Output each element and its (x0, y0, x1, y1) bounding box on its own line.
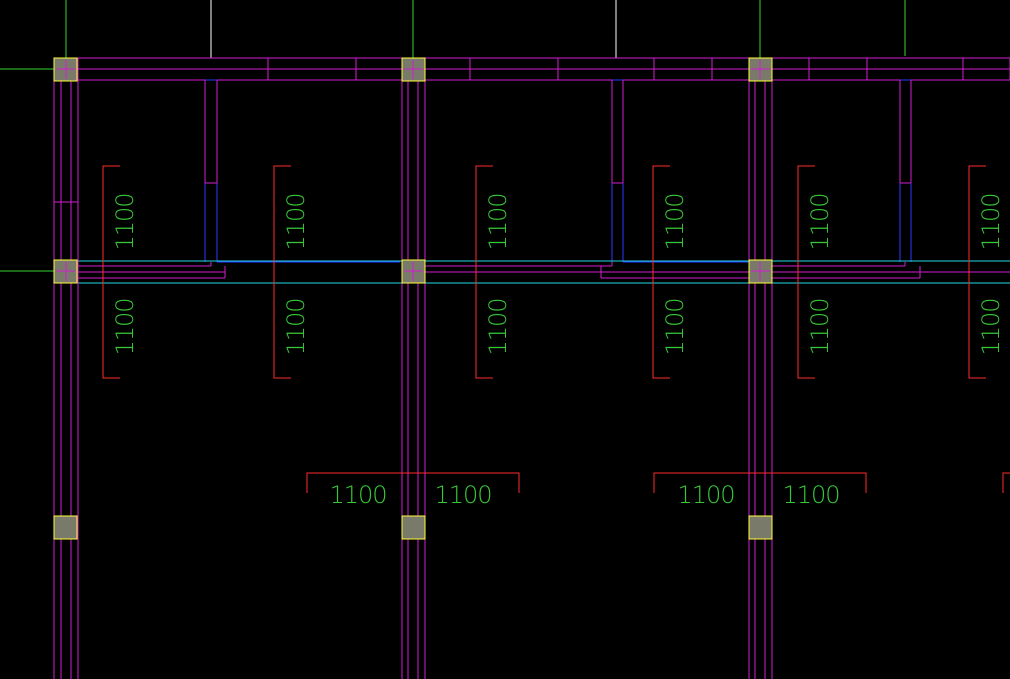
vdim-6-top-label: 1100 (977, 193, 1005, 250)
hdim-3-partial (1002, 472, 1010, 493)
col-A3 (53, 515, 78, 540)
hdim-2 (653, 472, 867, 493)
vdim-5-bottom-label: 1100 (806, 298, 834, 355)
vdim-6-bottom-label: 1100 (977, 298, 1005, 355)
col-B3 (401, 515, 426, 540)
walls (53, 57, 1010, 679)
columns (53, 57, 773, 540)
axis-lines (0, 0, 906, 272)
vdim-4-bottom-label: 1100 (661, 298, 689, 355)
horizontal-dimensions: 1100 1100 1100 1100 (306, 472, 1010, 509)
vdim-2 (273, 165, 291, 379)
col-C3 (748, 515, 773, 540)
vdim-6 (968, 165, 986, 379)
vdim-3 (475, 165, 493, 379)
vdim-1-bottom-label: 1100 (111, 298, 139, 355)
column-crosshairs (56, 60, 770, 281)
vdim-1-top-label: 1100 (111, 193, 139, 250)
vdim-3-top-label: 1100 (484, 193, 512, 250)
vdim-5-top-label: 1100 (806, 193, 834, 250)
hdim-1-left-label: 1100 (329, 481, 386, 509)
vdim-4 (652, 165, 670, 379)
vdim-3-bottom-label: 1100 (484, 298, 512, 355)
hdim-1-right-label: 1100 (434, 481, 491, 509)
hdim-1 (306, 472, 520, 493)
vdim-2-bottom-label: 1100 (282, 298, 310, 355)
beam-outlines (53, 57, 1010, 263)
hdim-2-left-label: 1100 (677, 481, 734, 509)
white-leader-lines (210, 0, 617, 58)
vdim-4-top-label: 1100 (661, 193, 689, 250)
vdim-1 (102, 165, 120, 379)
vdim-2-top-label: 1100 (282, 193, 310, 250)
hdim-2-right-label: 1100 (782, 481, 839, 509)
vertical-dimensions: 1100 1100 1100 1100 1100 1100 1100 1100 … (102, 165, 1005, 379)
vdim-5 (797, 165, 815, 379)
cyan-lines (78, 260, 1010, 284)
